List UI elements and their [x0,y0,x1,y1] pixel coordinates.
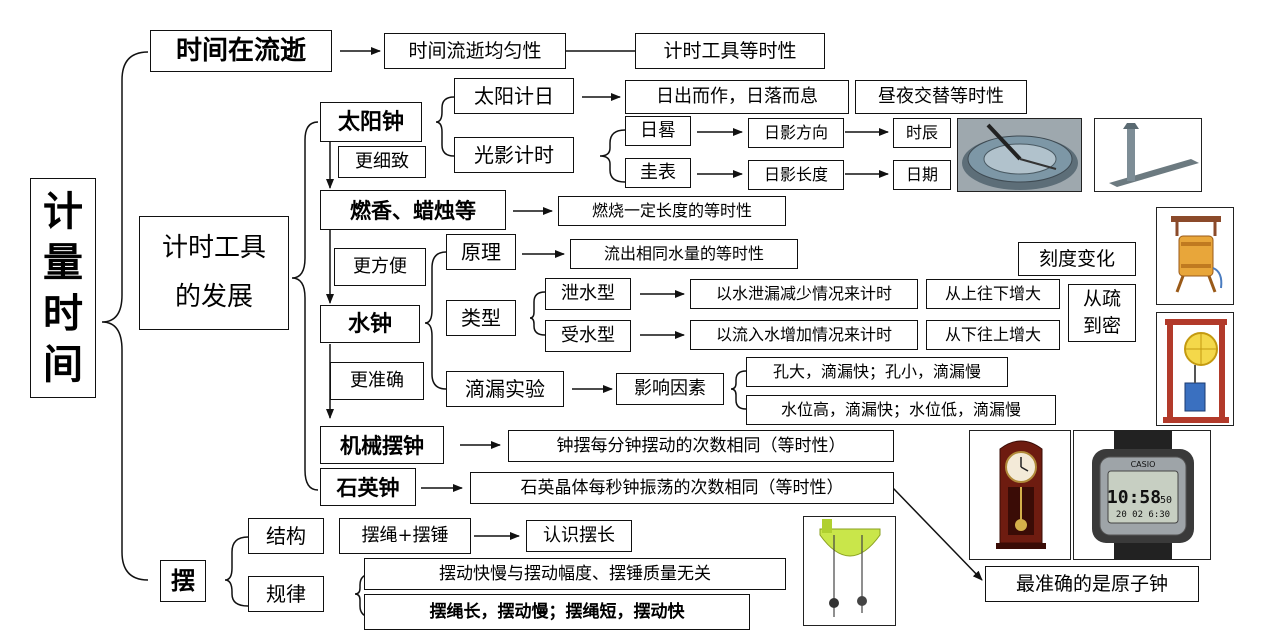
sparse-to-dense-box: 从疏到密 [1068,284,1136,342]
shadow-length-box: 日影长度 [748,160,844,190]
drip-experiment-box: 滴漏实验 [446,371,564,407]
incense-candle-box: 燃香、蜡烛等 [320,190,506,230]
rule-length: 摆绳长，摆动慢；摆绳短，摆动快 [364,594,750,630]
sundial-box: 日晷 [625,116,691,146]
uniform-flow-box: 时间流逝均匀性 [384,33,566,69]
shadow-timing-box: 光影计时 [454,137,574,173]
incense-desc: 燃烧一定长度的等时性 [558,196,786,226]
inflow-type-box: 受水型 [545,320,631,352]
outflow-type-box: 泄水型 [545,278,631,310]
watch-seconds: 50 [1160,495,1172,506]
inflow-scale: 从下往上增大 [926,320,1060,350]
pendulum-box: 摆 [160,560,206,602]
inflow-clock-picture [1156,312,1234,426]
root-title: 计量时间 [30,178,96,398]
watch-brand: CASIO [1131,460,1156,469]
gnomon-photo [1094,118,1202,192]
rule-amplitude: 摆动快慢与摆动幅度、摆锤质量无关 [364,558,786,590]
structure-box: 结构 [248,518,324,554]
more-accurate-label: 更准确 [330,362,424,400]
time-passes-box: 时间在流逝 [150,30,332,72]
date-box: 日期 [893,160,951,190]
factor-hole-size: 孔大，滴漏快；孔小，滴漏慢 [746,357,1008,387]
gnomon-box: 圭表 [625,158,691,188]
finer-label: 更细致 [338,146,426,178]
mechanical-pendulum-clock-box: 机械摆钟 [320,426,444,464]
principle-desc: 流出相同水量的等时性 [570,239,798,269]
factor-water-level: 水位高，滴漏快；水位低，滴漏慢 [746,395,1056,425]
shichen-box: 时辰 [893,118,951,148]
outflow-desc: 以水泄漏减少情况来计时 [690,279,918,309]
pendulum-experiment-picture [803,516,896,626]
pendulum-clock-picture [969,430,1071,560]
isochronism-box: 计时工具等时性 [635,33,825,69]
quartz-desc: 石英晶体每秒钟振荡的次数相同（等时性） [470,472,894,504]
shadow-direction-box: 日影方向 [748,118,844,148]
quartz-clock-box: 石英钟 [320,468,416,506]
solar-day-box: 太阳计日 [454,78,574,114]
watch-time: 10:58 [1107,487,1161,508]
inflow-desc: 以流入水增加情况来计时 [690,320,918,350]
structure-parts-box: 摆绳+摆锤 [339,518,471,554]
type-box: 类型 [446,300,516,336]
outflow-scale: 从上往下增大 [926,279,1060,309]
sundial-photo [957,118,1082,192]
tools-development-box: 计时工具的发展 [139,216,289,330]
factors-box: 影响因素 [616,373,724,405]
outflow-clock-picture [1156,207,1234,305]
sun-clock-box: 太阳钟 [320,102,422,142]
pendulum-length-box: 认识摆长 [526,520,632,552]
watch-date: 20 02 6:30 [1116,510,1170,520]
principle-box: 原理 [446,234,516,270]
water-clock-box: 水钟 [320,305,420,343]
rule-box: 规律 [248,576,324,612]
digital-watch-picture: CASIO 10:58 50 20 02 6:30 [1073,430,1211,560]
atomic-clock-box: 最准确的是原子钟 [985,566,1199,602]
more-convenient-label: 更方便 [334,248,426,286]
scale-change-box: 刻度变化 [1018,242,1136,276]
day-night-desc: 昼夜交替等时性 [855,80,1027,114]
solar-day-desc: 日出而作，日落而息 [625,80,849,114]
mechanical-desc: 钟摆每分钟摆动的次数相同（等时性） [508,430,894,462]
